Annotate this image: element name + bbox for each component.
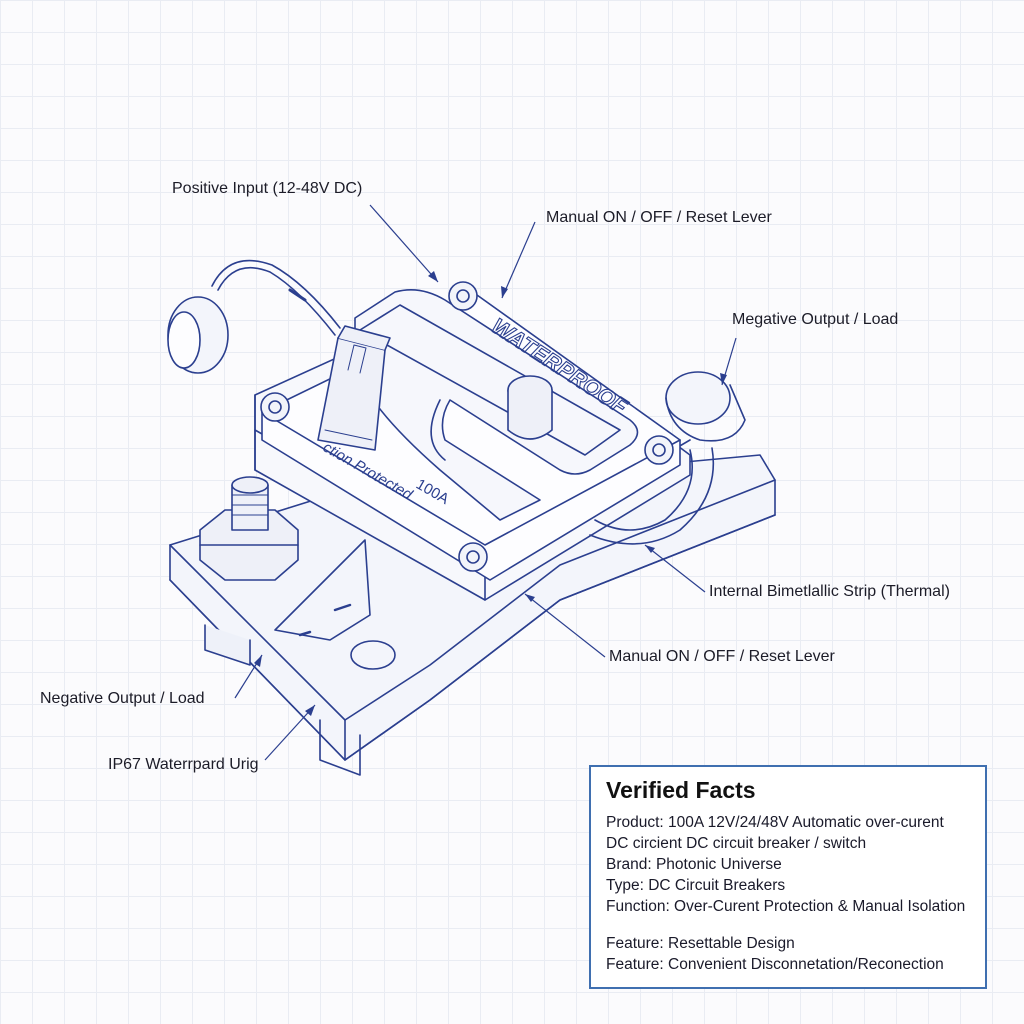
facts-title: Verified Facts — [606, 777, 756, 803]
callout-megative-output: Megative Output / Load — [732, 311, 899, 328]
arrow-heads — [254, 271, 727, 716]
fact-feature-1: Feature: Resettable Design — [606, 935, 795, 952]
input-cable — [167, 259, 341, 374]
fact-product-line-2: DC circient DC circuit breaker / switch — [606, 835, 867, 852]
fact-product-line-1: Product: 100A 12V/24/48V Automatic over-… — [606, 814, 944, 831]
callout-negative-output: Negative Output / Load — [40, 690, 205, 707]
reset-button — [507, 375, 553, 440]
lever — [317, 325, 391, 451]
foot-front — [319, 719, 361, 776]
callout-manual-lever-bottom: Manual ON / OFF / Reset Lever — [609, 648, 835, 665]
cover — [354, 289, 639, 521]
stud-terminal — [199, 476, 299, 581]
output-cable — [589, 371, 746, 545]
callout-positive-input: Positive Input (12-48V DC) — [172, 180, 363, 197]
fact-feature-2: Feature: Convenient Disconnetation/Recon… — [606, 956, 944, 973]
facts-spacer — [606, 917, 985, 933]
foot-left — [204, 624, 251, 666]
fact-type: Type: DC Circuit Breakers — [606, 877, 786, 894]
verified-facts-panel: Verified Facts Product: 100A 12V/24/48V … — [589, 765, 987, 989]
fact-function: Function: Over-Curent Protection & Manua… — [606, 898, 966, 915]
screws — [260, 281, 674, 572]
callout-bimetallic-strip: Internal Bimetlallic Strip (Thermal) — [709, 583, 950, 600]
callout-manual-lever-top: Manual ON / OFF / Reset Lever — [546, 209, 772, 226]
fact-brand: Brand: Photonic Universe — [606, 856, 782, 873]
callout-ip67: IP67 Waterrpard Urig — [108, 756, 259, 773]
